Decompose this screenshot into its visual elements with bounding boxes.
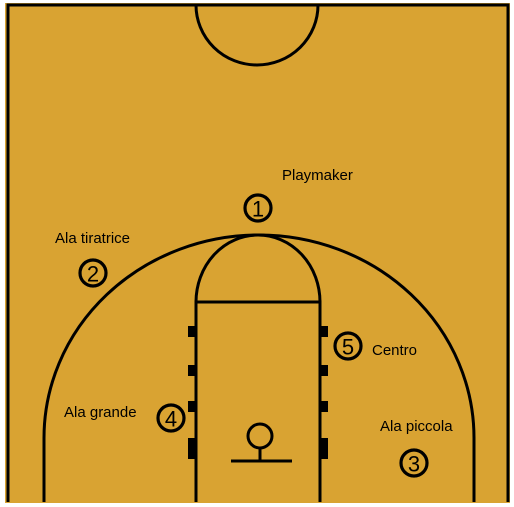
position-5-circle: [333, 331, 363, 361]
position-1-number: 1: [252, 197, 264, 222]
lane-hash-mark: [320, 438, 328, 459]
position-4-label: Ala grande: [64, 404, 137, 421]
position-4-circle: [156, 403, 186, 433]
lane-hash-mark: [188, 326, 196, 337]
lane-hash-mark: [188, 401, 196, 412]
position-2-marker: 2: [78, 258, 108, 288]
lane-hash-mark: [320, 365, 328, 376]
position-4-number: 4: [165, 407, 177, 432]
court-floor: [5, 3, 510, 503]
position-5-label: Centro: [372, 342, 417, 359]
lane-hash-mark: [188, 365, 196, 376]
position-3-marker: 3: [399, 448, 429, 478]
position-5-marker: 5: [333, 331, 363, 361]
position-1-label: Playmaker: [282, 167, 353, 184]
position-5-number: 5: [342, 335, 354, 360]
position-3-number: 3: [408, 452, 420, 477]
position-2-number: 2: [87, 262, 99, 287]
position-1-marker: 1: [243, 193, 273, 223]
position-1-circle: [243, 193, 273, 223]
court-boundary: [6, 3, 510, 502]
center-circle: [194, 4, 320, 67]
free-throw-circle: [194, 233, 322, 303]
position-2-circle: [78, 258, 108, 288]
lane-hash-mark: [188, 438, 196, 459]
position-3-circle: [399, 448, 429, 478]
lane-hash-mark: [320, 326, 328, 337]
position-2-label: Ala tiratrice: [55, 230, 130, 247]
position-4-marker: 4: [156, 403, 186, 433]
position-3-label: Ala piccola: [380, 418, 453, 435]
lane-hash-mark: [320, 401, 328, 412]
